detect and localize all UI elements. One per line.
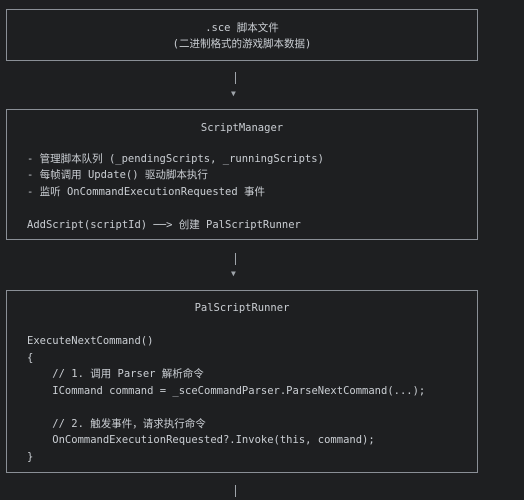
sce-file-subtitle: (二进制格式的游戏脚本数据) — [172, 38, 312, 50]
script-manager-box: ScriptManager - 管理脚本队列 (_pendingScripts,… — [6, 109, 478, 240]
code-line-1: ExecuteNextCommand() — [27, 335, 154, 347]
script-manager-item-queue: - 管理脚本队列 (_pendingScripts, _runningScrip… — [27, 153, 324, 165]
pal-script-runner-box: PalScriptRunner ExecuteNextCommand() { /… — [6, 290, 478, 473]
code-line-6: // 2. 触发事件，请求执行命令 — [27, 418, 206, 430]
connector-arrow-2: ▼ — [231, 269, 236, 278]
connector-arrow-1: ▼ — [231, 89, 236, 98]
script-manager-title: ScriptManager — [200, 122, 284, 134]
connector-line-1 — [235, 72, 236, 84]
code-line-7: OnCommandExecutionRequested?.Invoke(this… — [27, 434, 375, 446]
script-manager-item-update: - 每帧调用 Update() 驱动脚本执行 — [27, 169, 208, 181]
code-line-4: ICommand command = _sceCommandParser.Par… — [27, 385, 426, 397]
connector-line-3 — [235, 485, 236, 497]
connector-line-2 — [235, 253, 236, 265]
script-manager-item-listen: - 监听 OnCommandExecutionRequested 事件 — [27, 186, 265, 198]
sce-file-title: .sce 脚本文件 — [205, 22, 279, 34]
sce-file-box: .sce 脚本文件 (二进制格式的游戏脚本数据) — [6, 9, 478, 61]
code-line-2: { — [27, 352, 34, 364]
code-line-8: } — [27, 451, 34, 463]
pal-script-runner-title: PalScriptRunner — [194, 302, 290, 314]
code-line-3: // 1. 调用 Parser 解析命令 — [27, 368, 204, 380]
script-manager-add-script: AddScript(scriptId) ──> 创建 PalScriptRunn… — [27, 219, 301, 231]
